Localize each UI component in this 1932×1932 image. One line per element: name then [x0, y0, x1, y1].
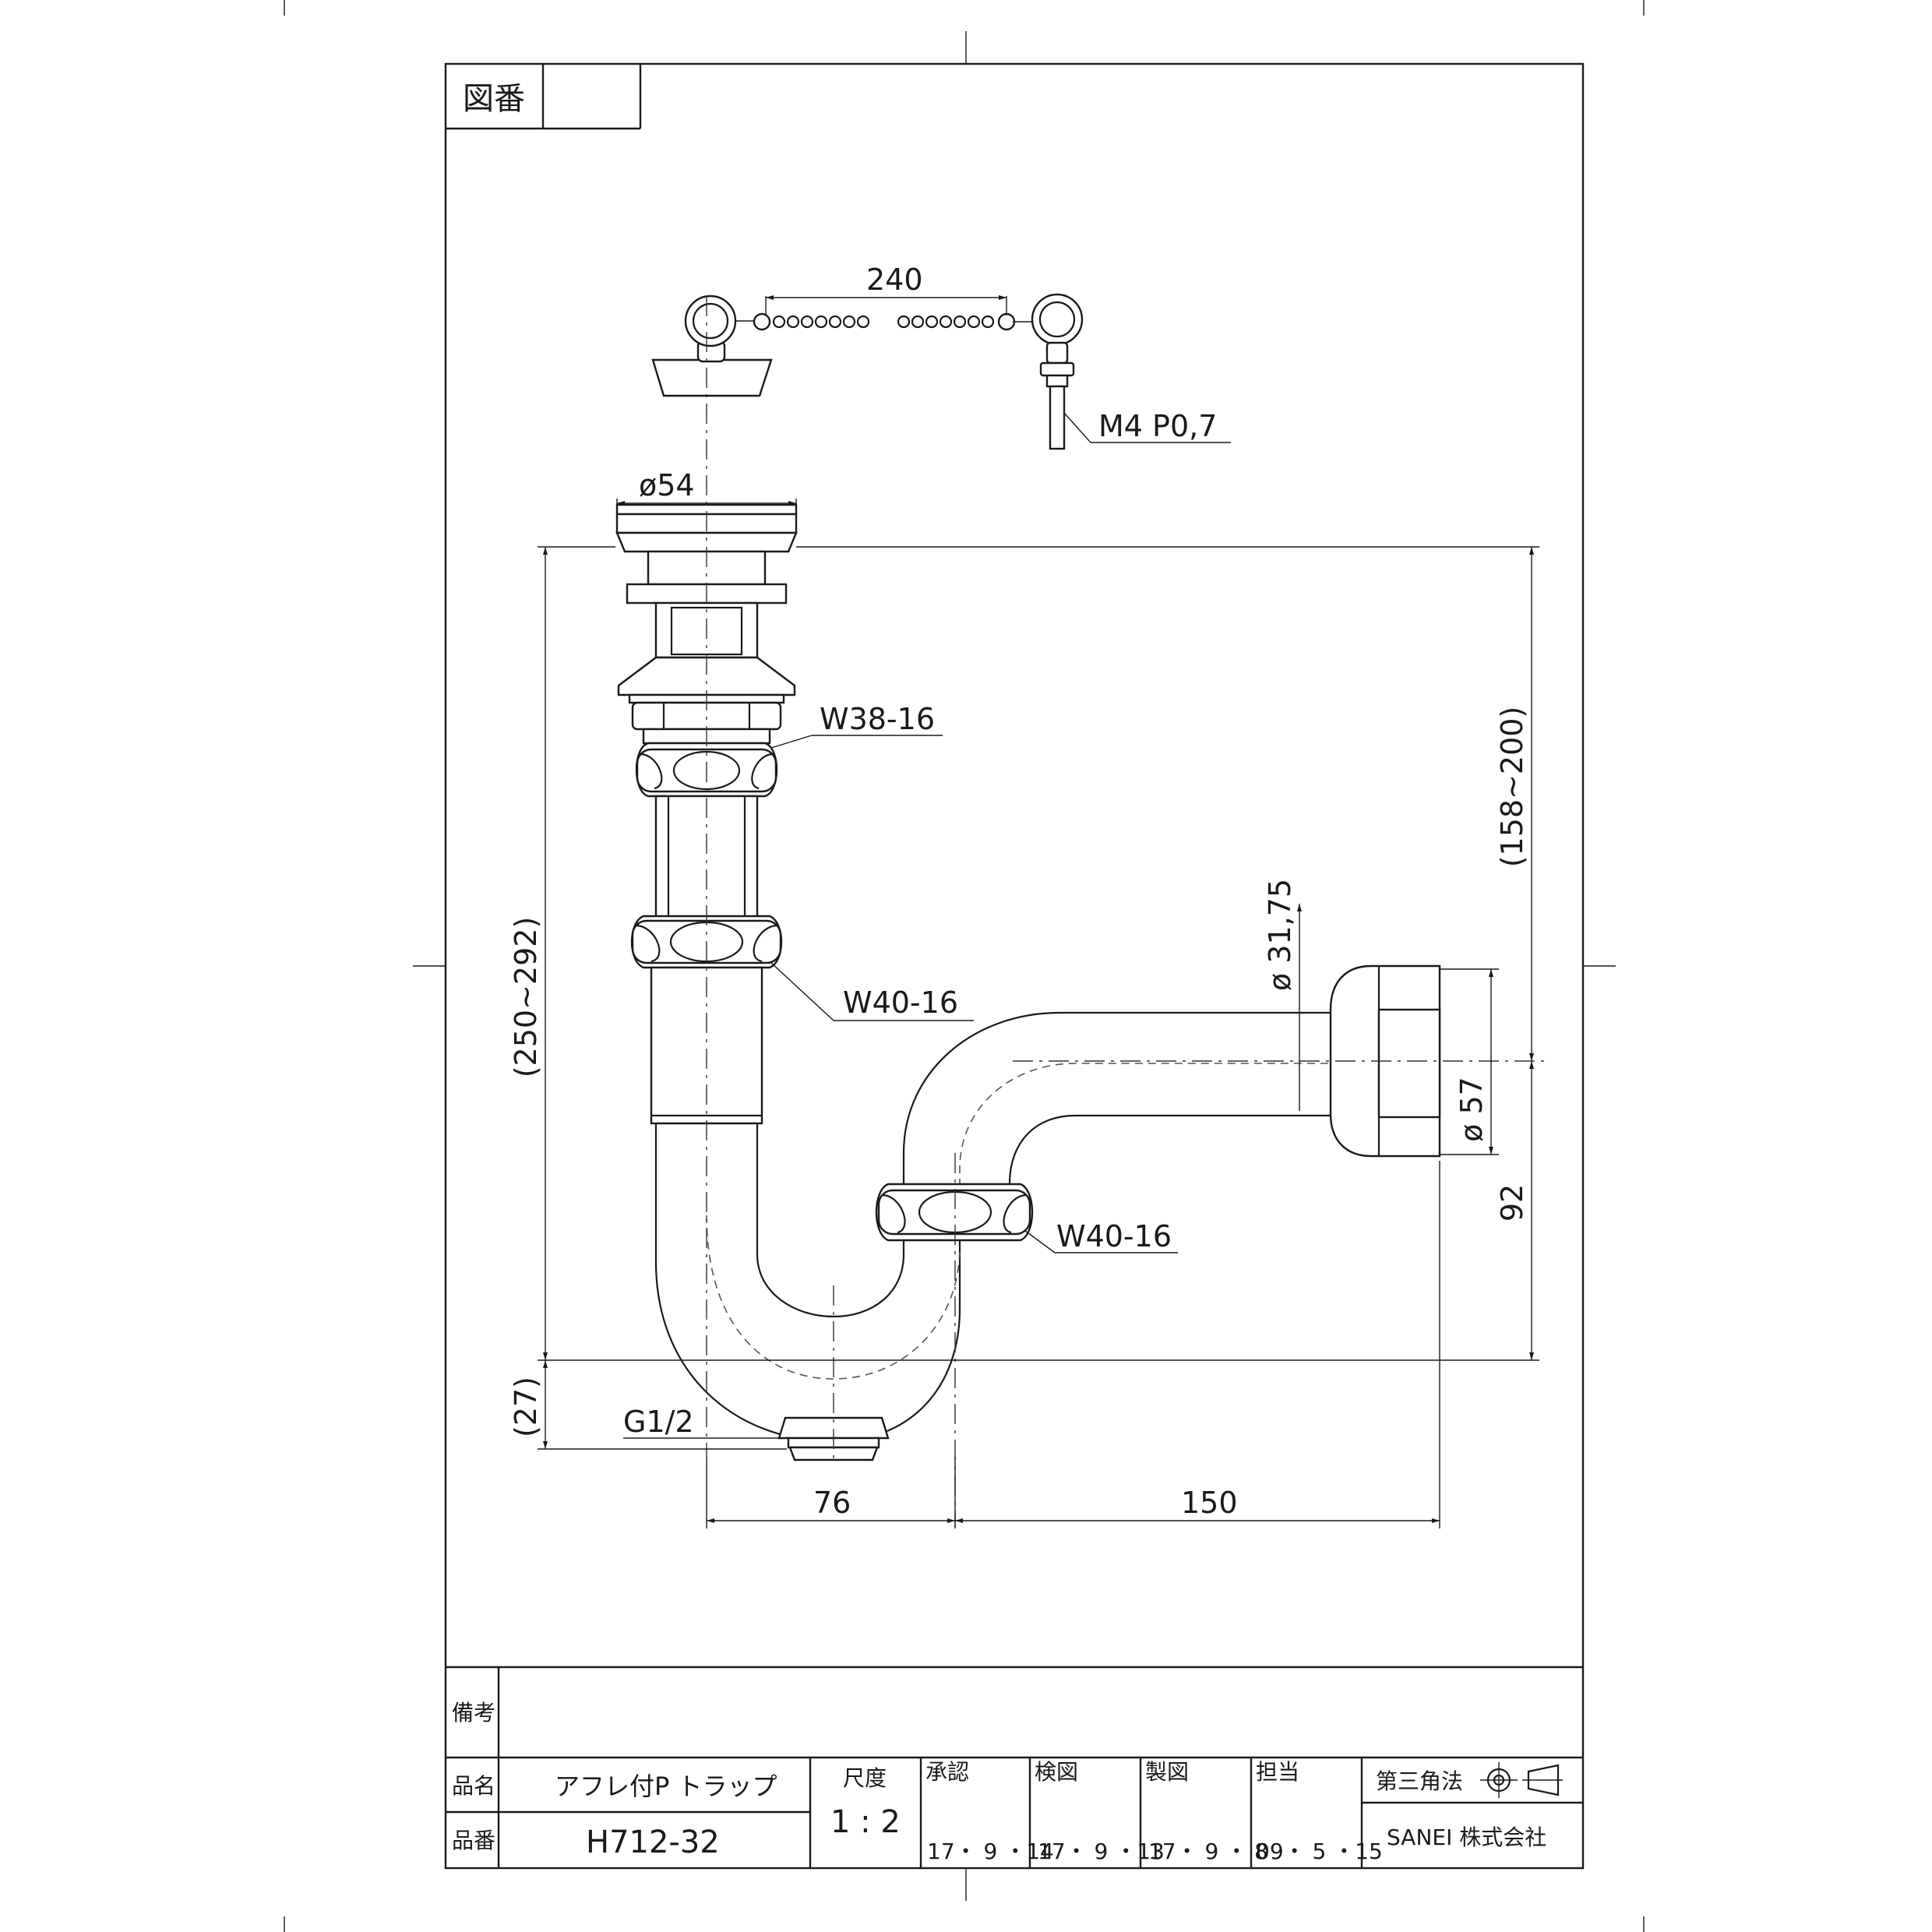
checked-date: 17・ 9 ・13: [1038, 1839, 1165, 1864]
chain-bead: [897, 315, 911, 329]
chain-bead: [856, 315, 870, 329]
approved-date: 17・ 9 ・14: [927, 1839, 1054, 1864]
dim-bottom-offset-text: (27): [509, 1377, 543, 1437]
dim-chain-length: 240: [765, 263, 1007, 316]
dim-nut-middle: W40-16: [770, 962, 974, 1021]
dim-height-left: (250~292) (27): [509, 546, 935, 1450]
chain-bead: [772, 315, 786, 329]
chain-bead: [800, 315, 814, 329]
dim-drain-plug: G1/2: [623, 1405, 793, 1439]
dim-outlet-diameter: ø 31,75: [1263, 879, 1302, 1111]
product-name: アフレ付P トラップ: [555, 1772, 777, 1801]
dim-height-right-text: (158~200): [1495, 707, 1529, 868]
dim-horizontal: 76 150: [706, 1161, 1440, 1528]
scale-label: 尺度: [843, 1765, 887, 1791]
dim-height-left-text: (250~292): [509, 917, 543, 1078]
crop-marks: [284, 0, 1645, 1932]
dim-drain-plug-text: G1/2: [623, 1405, 694, 1439]
dim-nut-top-text: W38-16: [820, 702, 935, 736]
chain-bead: [925, 315, 939, 329]
stopper-assembly: [651, 294, 773, 397]
charge-date: 09・ 5 ・15: [1256, 1839, 1383, 1864]
chain-bead: [911, 315, 925, 329]
drawing-frame: [444, 62, 1585, 1870]
title-block: 備考 品名 アフレ付P トラップ 品番 H712-32 尺度 1 : 2 承認 …: [446, 1666, 1583, 1868]
chain-bead: [981, 315, 995, 329]
number-label: 品番: [452, 1828, 495, 1853]
dim-flange-diameter: ø 57: [1440, 968, 1499, 1155]
drain-flange: [615, 503, 798, 704]
dim-top-diameter: ø54: [616, 468, 797, 508]
chain-bead: [939, 315, 953, 329]
chain-anchor: [1031, 293, 1084, 450]
dim-flange-diameter-text: ø 57: [1454, 1077, 1489, 1142]
dim-horizontal-left-text: 76: [813, 1486, 851, 1520]
center-lines: [706, 296, 1550, 1527]
dim-vertical-right-text: 92: [1495, 1184, 1529, 1222]
chain-bead: [828, 315, 842, 329]
dim-outlet-diameter-text: ø 31,75: [1263, 879, 1297, 991]
drawing-number-box: 図番: [446, 64, 642, 130]
checked-label: 検図: [1035, 1759, 1078, 1785]
dim-thread-text: M4 P0,7: [1098, 409, 1217, 443]
name-label: 品名: [452, 1773, 495, 1799]
approved-label: 承認: [925, 1759, 969, 1785]
remarks-label: 備考: [452, 1700, 495, 1726]
dim-nut-top: W38-16: [770, 702, 943, 749]
nut-w40-lower: [875, 1183, 1034, 1242]
dim-top-diameter-text: ø54: [639, 468, 695, 502]
third-angle-projection-icon: [1480, 1762, 1563, 1798]
dim-nut-lower-text: W40-16: [1056, 1219, 1172, 1253]
chain-bead: [786, 315, 800, 329]
dim-nut-lower: W40-16: [1024, 1219, 1178, 1253]
drawn-date: 17・ 9 ・ 8: [1148, 1839, 1268, 1864]
chain-bead: [842, 315, 856, 329]
dim-chain-length-text: 240: [866, 263, 923, 297]
chain-bead: [953, 315, 967, 329]
projection-label: 第三角法: [1376, 1768, 1463, 1794]
drawing-number-label: 図番: [463, 81, 525, 117]
charge-label: 担当: [1256, 1759, 1299, 1785]
chain-bead: [967, 315, 981, 329]
product-number: H712-32: [586, 1824, 720, 1860]
company-name: SANEI 株式会社: [1387, 1824, 1546, 1850]
dim-thread: M4 P0,7: [1063, 409, 1231, 443]
drawn-label: 製図: [1145, 1759, 1189, 1785]
chain-bead: [814, 315, 828, 329]
scale-value: 1 : 2: [830, 1804, 901, 1840]
chain: [735, 312, 1032, 331]
dim-horizontal-right-text: 150: [1181, 1486, 1238, 1520]
dim-nut-middle-text: W40-16: [843, 985, 958, 1020]
dim-height-right: (158~200) 92: [796, 546, 1539, 1361]
